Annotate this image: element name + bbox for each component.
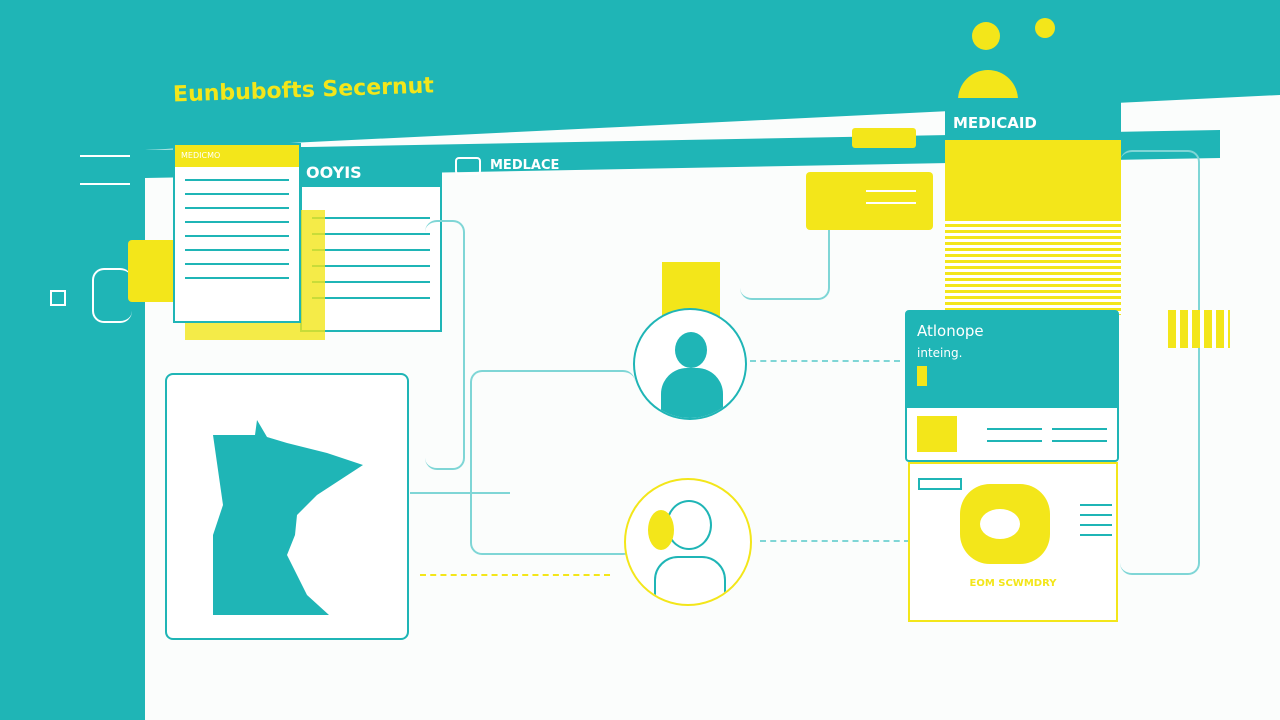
decor-lines — [80, 155, 130, 185]
info-card-heading: Atlonope — [917, 322, 984, 340]
window-icon — [50, 290, 66, 306]
connector — [1120, 150, 1200, 575]
minnesota-map-icon — [213, 420, 363, 615]
medicaid-panel-top — [945, 140, 1121, 220]
connector — [740, 180, 830, 300]
form-card[interactable]: MEDICMO — [173, 143, 301, 323]
summary-caption: EOM SCWMDRY — [969, 578, 1057, 589]
person-avatar[interactable] — [633, 308, 747, 420]
medicaid-tab-label: MEDICAID — [953, 114, 1037, 132]
page-title: Eunbubofts Secernut — [172, 73, 435, 108]
medicaid-tab[interactable]: MEDICAID — [945, 98, 1121, 140]
connector — [470, 370, 635, 555]
info-card[interactable]: Atlonope inteing. — [905, 310, 1119, 462]
icon-grid — [917, 416, 957, 452]
balloon-icon — [1035, 18, 1055, 38]
phone-icon — [917, 366, 927, 386]
connector — [92, 268, 132, 323]
summary-card[interactable]: EOM SCWMDRY — [908, 462, 1118, 622]
dashed-connector — [760, 540, 910, 542]
child-avatar[interactable] — [624, 478, 752, 606]
bulb-icon — [972, 22, 1000, 50]
list-card-title: OOYIS — [302, 149, 440, 187]
battery-icons — [1168, 310, 1230, 348]
form-card-title: MEDICMO — [175, 145, 299, 167]
map-panel[interactable] — [165, 373, 409, 640]
badge[interactable] — [852, 128, 916, 148]
document-icon — [455, 157, 481, 175]
connector — [425, 220, 465, 470]
arrow-connector — [410, 492, 510, 494]
info-card-subheading: inteing. — [917, 346, 963, 360]
dashed-connector — [750, 360, 900, 362]
id-card[interactable] — [806, 172, 933, 230]
topbar-label: MEDLACE — [490, 158, 560, 173]
dashed-connector — [420, 574, 610, 576]
